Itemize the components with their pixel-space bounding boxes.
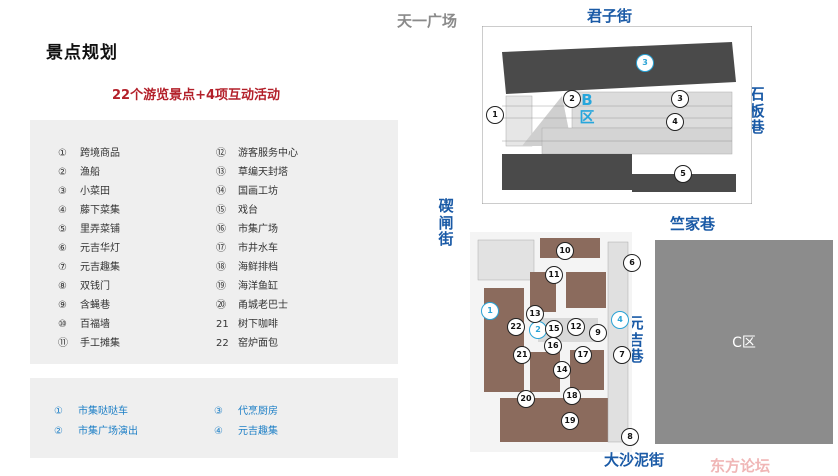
map-marker: 4 <box>666 113 684 131</box>
map-marker: 17 <box>574 346 592 364</box>
map-marker: 20 <box>517 390 535 408</box>
map-marker: 11 <box>545 266 563 284</box>
map-marker: 2 <box>563 90 581 108</box>
map-marker: 12 <box>567 318 585 336</box>
map-marker: 9 <box>589 324 607 342</box>
map-marker: 1 <box>481 302 499 320</box>
map-marker: 21 <box>513 346 531 364</box>
street-label-yuanji: 元吉巷 <box>628 314 644 365</box>
plaza-label: 天一广场 <box>397 12 458 30</box>
map-marker: 8 <box>621 428 639 446</box>
map-marker: 15 <box>545 320 563 338</box>
zone-c-block: C区 <box>655 240 833 444</box>
page-subtitle: 22个游览景点+4项互动活动 <box>112 88 281 103</box>
map-marker: 19 <box>561 412 579 430</box>
floor-plan-b <box>482 26 752 204</box>
street-label-shiban: 石板巷 <box>749 85 765 136</box>
map-marker: 3 <box>636 54 654 72</box>
map-marker: 14 <box>553 361 571 379</box>
map-marker: 6 <box>623 254 641 272</box>
page-title: 景点规划 <box>46 43 118 63</box>
map-marker: 3 <box>671 90 689 108</box>
map-marker: 13 <box>526 305 544 323</box>
map-marker: 7 <box>613 346 631 364</box>
street-label-qizha: 碶闸街 <box>438 197 454 248</box>
map-marker: 10 <box>556 242 574 260</box>
map-marker: 16 <box>544 337 562 355</box>
zone-b-label: B区 <box>579 91 595 126</box>
street-label-zhujia: 竺家巷 <box>670 215 716 233</box>
map-marker: 5 <box>674 165 692 183</box>
zone-c-label: C区 <box>732 335 756 351</box>
street-label-dashani: 大沙泥街 <box>604 451 665 469</box>
street-label-junzi: 君子街 <box>587 7 633 25</box>
map-marker: 1 <box>486 106 504 124</box>
map-marker: 18 <box>563 387 581 405</box>
watermark: 东方论坛 <box>710 457 771 475</box>
map-marker: 22 <box>507 318 525 336</box>
map-marker: 4 <box>611 311 629 329</box>
